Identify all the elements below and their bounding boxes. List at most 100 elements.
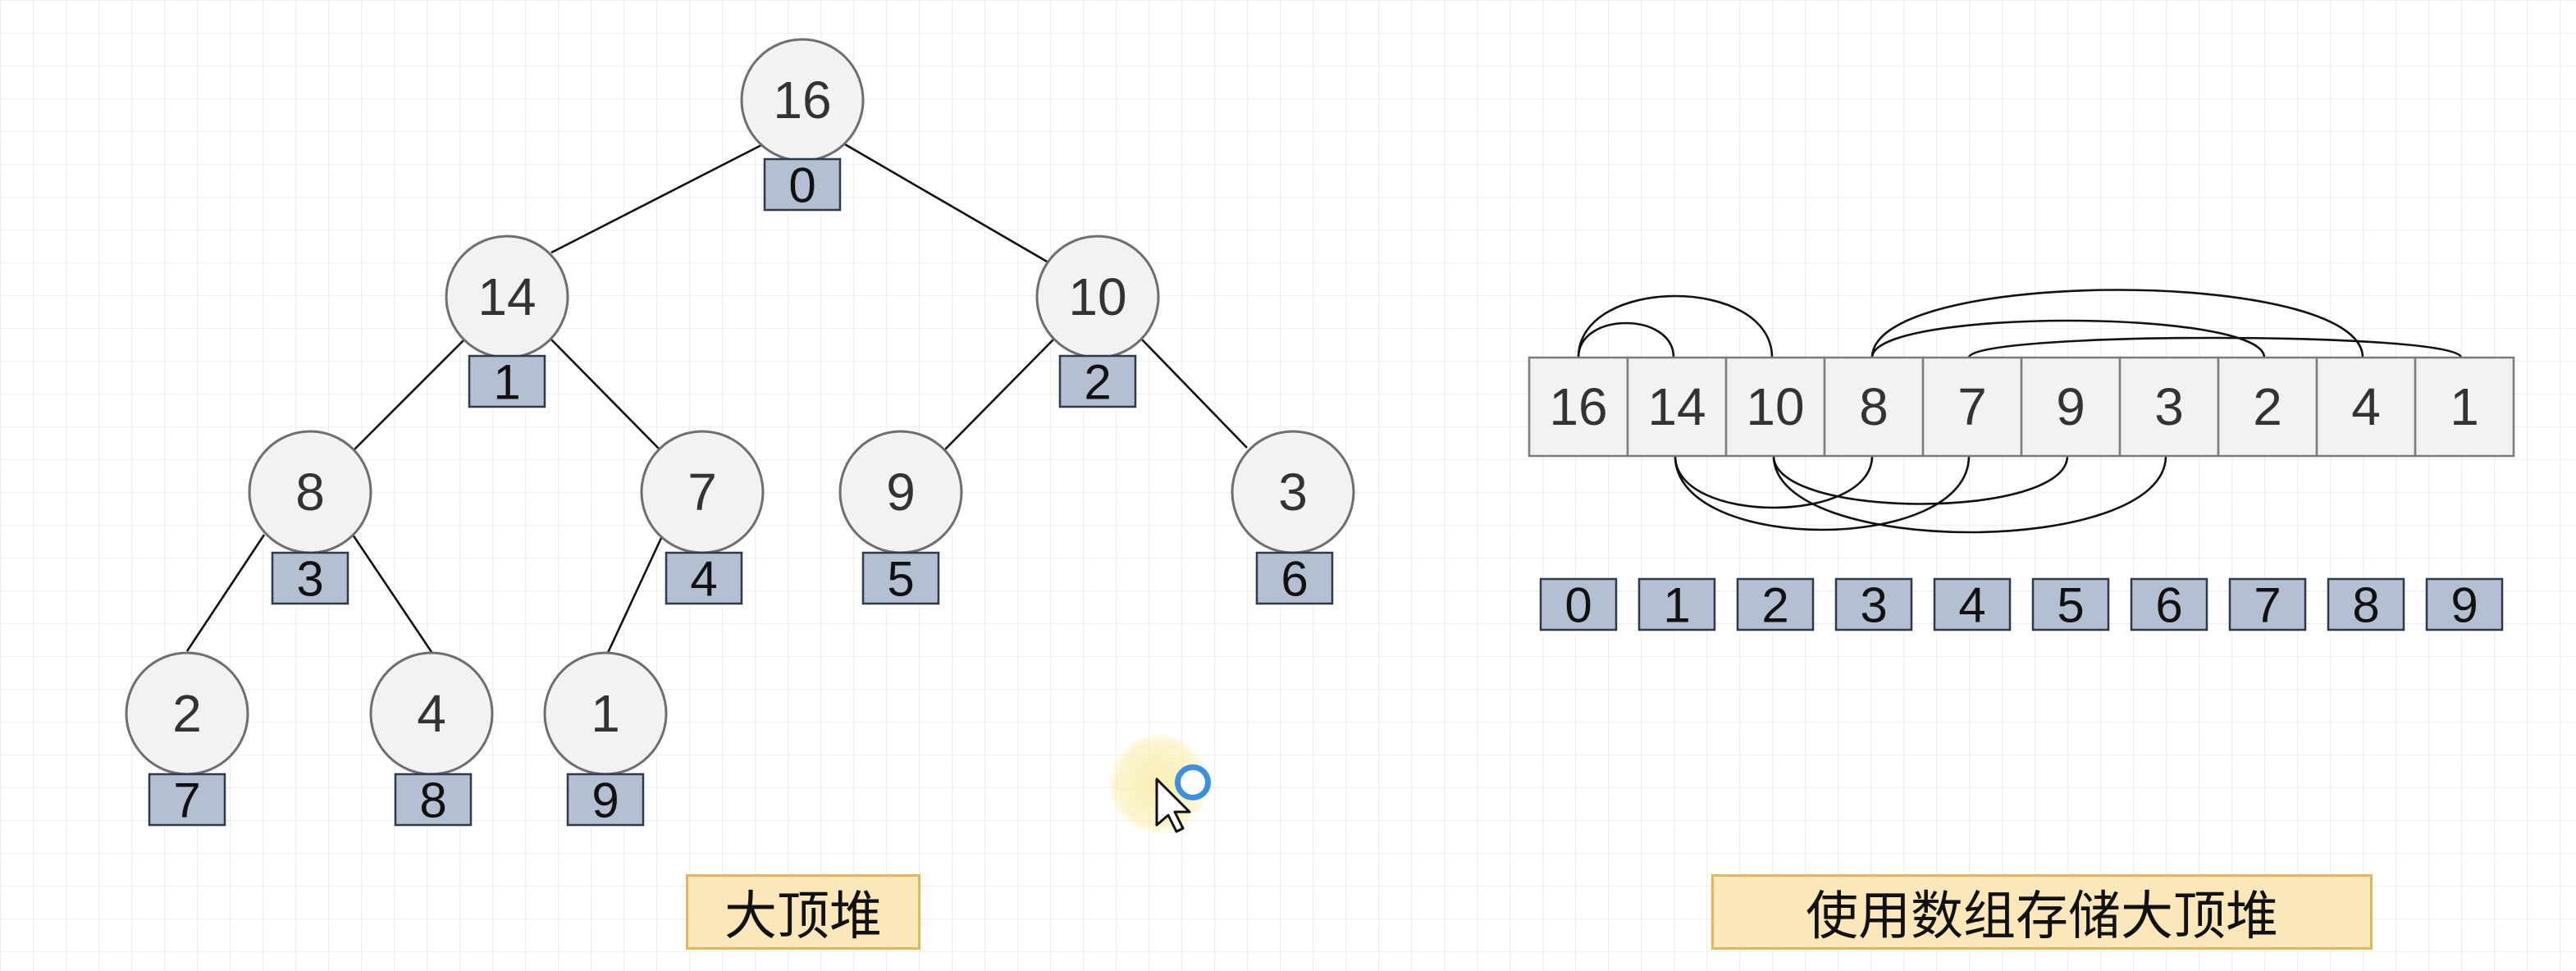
node-value: 1 xyxy=(591,684,620,743)
node-value: 4 xyxy=(417,684,446,743)
array-index-box xyxy=(1834,577,1913,631)
array-cell-4: 7 xyxy=(1921,356,2023,458)
node-value: 3 xyxy=(1278,463,1308,522)
array-index-box xyxy=(2228,577,2307,631)
array-indices: 0 1 2 3 4 5 6 7 8 9 xyxy=(1539,577,2504,633)
tree-node-0: 16 0 xyxy=(740,38,865,213)
tree-node-1: 14 1 xyxy=(445,235,569,410)
array-index-box xyxy=(2031,577,2110,631)
cell-box xyxy=(2118,356,2220,458)
index-label: 9 xyxy=(591,773,619,828)
cell-value: 1 xyxy=(2450,377,2479,436)
array-index-box xyxy=(2130,577,2208,631)
cell-value: 16 xyxy=(1549,377,1607,436)
cell-value: 4 xyxy=(2351,377,2381,436)
array-cell-0: 16 xyxy=(1528,356,1629,458)
tree-edges xyxy=(185,143,1248,655)
tree-caption: 大顶堆 xyxy=(686,874,920,950)
array-cell-2: 10 xyxy=(1724,356,1826,458)
arc-2-6 xyxy=(1772,455,2167,534)
node-value: 16 xyxy=(773,71,831,130)
index-label: 1 xyxy=(493,355,520,410)
array-cells: 16 14 10 8 7 9 3 2 xyxy=(1528,356,2515,458)
index-label: 2 xyxy=(1084,355,1111,410)
array-index-label: 9 xyxy=(2450,578,2478,633)
array-index-label: 8 xyxy=(2352,578,2379,633)
cell-box xyxy=(2020,356,2122,458)
tree-node-7: 2 7 xyxy=(125,651,249,828)
cell-value: 8 xyxy=(1859,377,1889,436)
tree-node-8: 4 8 xyxy=(369,651,494,828)
node-value: 10 xyxy=(1068,267,1126,326)
edge-2-6 xyxy=(1141,339,1248,449)
array-index-label: 6 xyxy=(2155,578,2182,633)
cell-box xyxy=(2217,356,2318,458)
index-box xyxy=(763,157,842,212)
cell-box xyxy=(1921,356,2023,458)
arc-0-2 xyxy=(1577,294,1774,358)
cell-value: 9 xyxy=(2056,377,2085,436)
tree-node-5: 9 5 xyxy=(838,430,963,607)
cell-value: 14 xyxy=(1647,377,1706,436)
cell-value: 7 xyxy=(1957,377,1987,436)
array-index-box xyxy=(1736,577,1815,631)
array-arcs xyxy=(1577,289,2463,534)
cell-box xyxy=(1626,356,1728,458)
index-box xyxy=(468,354,546,408)
arc-3-7 xyxy=(1870,319,2266,358)
array-index-box xyxy=(1637,577,1716,631)
array-index-label: 2 xyxy=(1761,578,1788,633)
array-cell-3: 8 xyxy=(1823,356,1925,458)
index-label: 0 xyxy=(788,158,815,213)
index-label: 7 xyxy=(173,773,200,828)
node-value: 2 xyxy=(172,684,202,743)
array-cell-8: 4 xyxy=(2315,356,2417,458)
array-caption: 使用数组存储大顶堆 xyxy=(1711,874,2373,950)
array-cell-7: 2 xyxy=(2217,356,2318,458)
array-cell-1: 14 xyxy=(1626,356,1728,458)
array-index-label: 3 xyxy=(1860,578,1887,633)
edge-2-5 xyxy=(944,339,1054,450)
tree-node-2: 10 2 xyxy=(1035,235,1160,410)
cell-value: 10 xyxy=(1746,377,1804,436)
cell-box xyxy=(1724,356,1826,458)
edge-0-2 xyxy=(844,143,1049,264)
tree-node-3: 8 3 xyxy=(248,430,372,607)
cell-box xyxy=(2414,356,2515,458)
tree-node-6: 3 6 xyxy=(1231,430,1355,607)
array-index-box xyxy=(1933,577,2012,631)
node-value: 9 xyxy=(886,463,916,522)
array-cell-5: 9 xyxy=(2020,356,2122,458)
tree-node-4: 7 4 xyxy=(640,430,765,607)
index-box xyxy=(1058,354,1137,408)
edge-3-8 xyxy=(351,534,435,655)
array-cell-9: 1 xyxy=(2414,356,2515,458)
array-index-box xyxy=(2425,577,2504,631)
cursor-ring-icon xyxy=(1175,764,1211,800)
index-label: 8 xyxy=(419,773,446,828)
index-label: 5 xyxy=(887,552,914,607)
cell-value: 2 xyxy=(2253,377,2282,436)
index-label: 4 xyxy=(690,552,717,607)
cell-box xyxy=(2315,356,2417,458)
array-index-label: 4 xyxy=(1958,578,1985,633)
index-label: 6 xyxy=(1281,552,1308,607)
arc-2-5 xyxy=(1772,455,2069,505)
array-index-box xyxy=(1539,577,1618,631)
index-label: 3 xyxy=(296,552,323,607)
index-box xyxy=(566,773,645,827)
edge-1-4 xyxy=(550,339,660,450)
array-index-label: 7 xyxy=(2254,578,2281,633)
array-cell-6: 3 xyxy=(2118,356,2220,458)
index-box xyxy=(665,551,743,605)
arc-4-9 xyxy=(1967,336,2463,358)
arc-1-4 xyxy=(1674,455,1971,531)
edge-4-9 xyxy=(605,537,663,655)
edge-1-3 xyxy=(354,339,465,450)
array-index-label: 0 xyxy=(1564,578,1592,633)
index-box xyxy=(861,551,940,605)
arc-0-1 xyxy=(1577,321,1675,358)
node-value: 8 xyxy=(295,463,325,522)
edge-3-7 xyxy=(185,534,266,652)
